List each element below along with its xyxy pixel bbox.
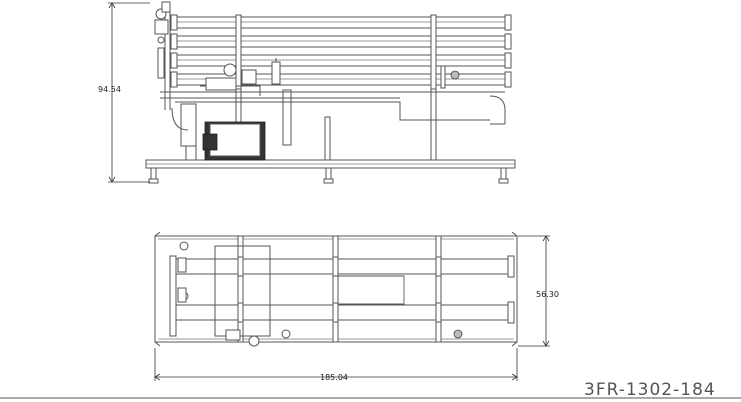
pump-motor-assembly — [185, 121, 266, 161]
length-dimension-label: 185.04 — [320, 373, 348, 382]
drawing-id: 3FR-1302-184 — [584, 380, 716, 400]
plan-membrane-housings — [175, 255, 515, 324]
plan-cross-members — [237, 235, 442, 343]
booster-pump — [205, 58, 281, 91]
plan-equipment — [169, 241, 463, 347]
height-dimension — [108, 2, 150, 183]
leveling-feet — [148, 167, 509, 184]
membrane-housings — [170, 14, 512, 90]
sample-valve — [440, 65, 460, 89]
width-dimension-label: 56.30 — [536, 290, 559, 299]
width-dimension — [518, 235, 550, 347]
side-elevation-view — [108, 1, 516, 184]
plan-view — [154, 231, 550, 381]
control-instruments — [154, 1, 171, 79]
height-dimension-label: 94.54 — [98, 85, 121, 94]
length-dimension — [154, 348, 518, 381]
